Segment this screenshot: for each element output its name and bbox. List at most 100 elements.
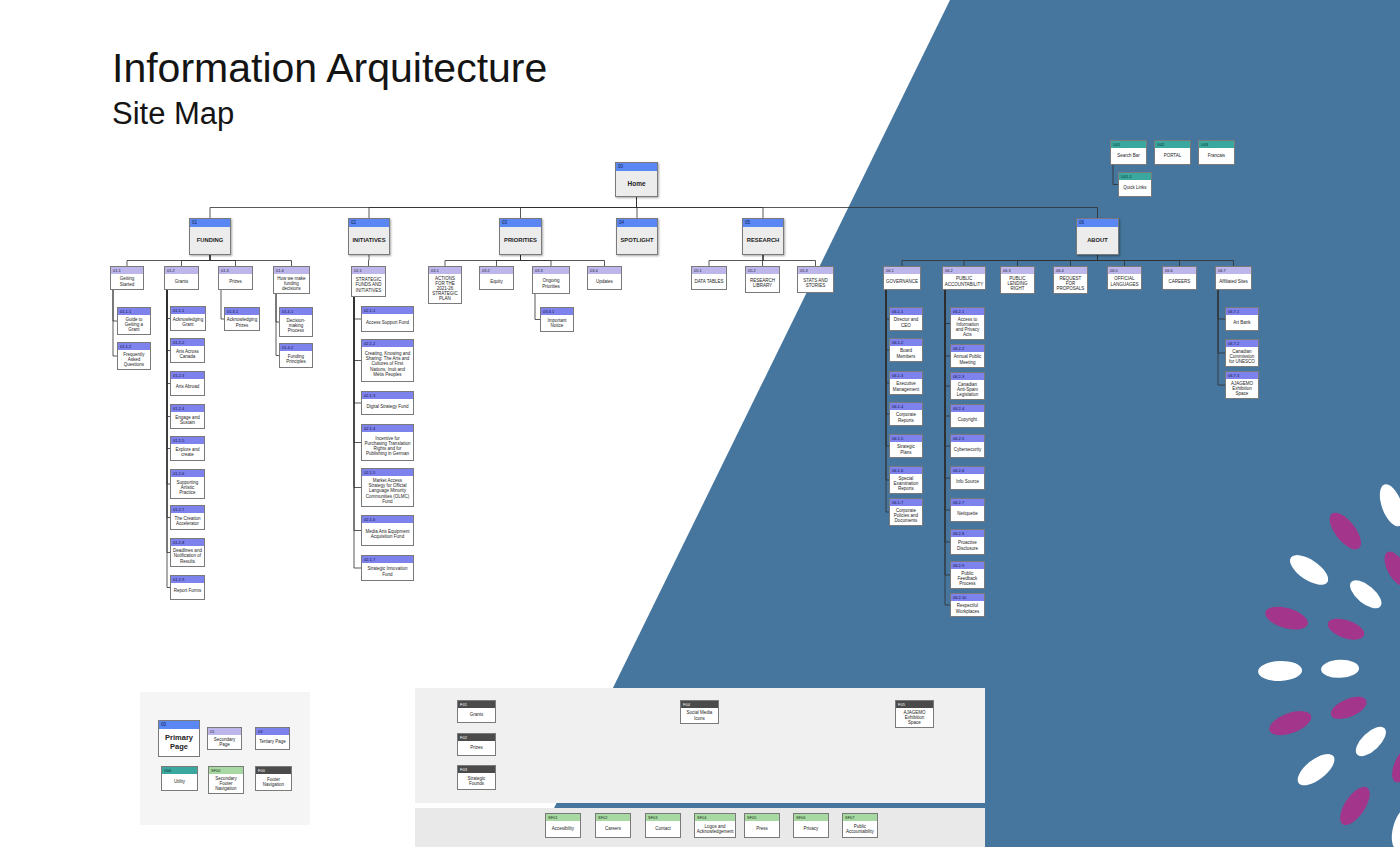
page-name: Respectful Workplaces	[953, 603, 982, 613]
page-box: 06.2.1Access to Information and Privacy …	[950, 307, 985, 340]
box-header: 01.2.1	[171, 307, 205, 314]
box-header: 06.1.2	[890, 339, 922, 346]
tree-connector	[354, 297, 361, 531]
page-id: F05	[898, 703, 905, 707]
page-name: Secondary Page	[210, 737, 239, 747]
tree-connector	[902, 255, 1098, 266]
tree-connector	[1098, 255, 1234, 266]
page-box: 06.6CAREERS	[1162, 266, 1197, 290]
page-name: ACTIONS FOR THE 2021-26 STRATEGIC PLAN	[431, 276, 459, 302]
box-header: 01.2	[165, 267, 198, 274]
box-header: 06.1.7	[890, 499, 922, 506]
page-id: 01.2.4	[173, 407, 184, 411]
box-body: Annual Public Meeting	[951, 352, 984, 367]
page-id: 00	[161, 723, 166, 728]
box-body: The Creation Accelerator	[171, 513, 204, 529]
page-name: Access Support Fund	[366, 320, 409, 325]
page-id: 06.6	[1165, 269, 1173, 273]
page-box: 02.1.6Media Arts Equipment Acquisition F…	[361, 515, 414, 546]
box-header: U01	[1111, 141, 1146, 148]
page-id: 05.1	[694, 269, 702, 273]
box-body: Important Notice	[541, 315, 573, 331]
box-body: PRIORITIES	[500, 227, 541, 254]
page-id: U02	[1157, 143, 1164, 147]
box-header: 01.4.2	[280, 344, 312, 351]
page-name: Market Access Strategy for Official Lang…	[364, 478, 411, 504]
box-body: Corporate Reports	[890, 410, 922, 425]
box-header: 03	[500, 219, 541, 227]
page-name: Proactive Disclosure	[953, 540, 982, 550]
box-body: INITIATIVES	[349, 227, 389, 254]
page-name: STATS AND STORIES	[800, 278, 831, 288]
page-box: 01Secondary Page	[207, 727, 242, 750]
box-header: F03	[458, 766, 495, 773]
page-name: Corporate Policies and Documents	[892, 508, 920, 524]
page-box: 06.1.4Corporate Reports	[889, 402, 923, 426]
page-name: Francais	[1208, 153, 1225, 158]
page-name: PORTAL	[1164, 153, 1182, 158]
page-id: 01.2.2	[173, 341, 184, 345]
page-box: 01.2.1Acknowledging Grant	[170, 306, 206, 331]
box-header: 03.3	[533, 267, 569, 274]
box-header: 01.2.9	[171, 576, 204, 583]
page-id: 02.1.1	[364, 309, 375, 313]
page-box: 05.3STATS AND STORIES	[797, 266, 834, 293]
page-box: 06.1.1Director and CEO	[889, 307, 923, 331]
page-box: 02.1.2Creating, Knowing and Sharing: The…	[361, 339, 414, 382]
page-id: F04	[683, 703, 690, 707]
tree-connector	[1071, 255, 1098, 266]
page-box: F02Prizes	[457, 733, 496, 756]
box-body: FUNDING	[190, 227, 230, 254]
box-body: Public Feedback Process	[951, 569, 984, 588]
box-body: Getting Started	[111, 274, 143, 289]
tree-connector	[521, 197, 637, 218]
page-name: Engage and Sustain	[173, 415, 202, 425]
page-box: F04Social Media Icons	[680, 700, 719, 724]
page-id: 01.3.1	[227, 310, 238, 314]
page-name: Info Source	[956, 479, 979, 484]
page-box: 01.3Prizes	[218, 266, 253, 290]
page-id: 01.4.2	[282, 346, 293, 350]
box-header: 03.2	[480, 267, 513, 274]
box-body: ABOUT	[1077, 227, 1118, 254]
box-header: 06.2.2	[951, 345, 984, 352]
page-name: Guide to Getting a Grant	[120, 317, 148, 333]
box-body: Arts Abroad	[171, 379, 204, 395]
page-name: Special Examination Reports	[892, 476, 920, 492]
page-id: 02	[351, 221, 356, 226]
page-id: 06.1.7	[892, 501, 903, 505]
page-name: Annual Public Meeting	[953, 354, 982, 364]
page-id: SF01	[548, 816, 558, 820]
page-box: F01Grants	[457, 700, 496, 723]
tree-connector	[964, 255, 1098, 266]
box-body: Privacy	[794, 821, 828, 837]
page-id: SF06	[796, 816, 806, 820]
page-id: 06.7.1	[1228, 310, 1239, 314]
page-box: 01.2.6Supporting Artistic Practice	[170, 469, 205, 499]
box-body: Prizes	[219, 274, 252, 289]
box-body: Copyright	[951, 412, 984, 427]
box-header: 00	[159, 721, 199, 729]
page-id: 06.2.5	[953, 437, 964, 441]
page-id: 02.1.6	[364, 518, 375, 522]
page-box: 06.7.3AJAGEMO Exhibition Space	[1225, 371, 1259, 399]
box-body: Engage and Sustain	[171, 412, 204, 428]
page-id: 06.2.7	[953, 501, 964, 505]
box-body: Accesibility	[546, 821, 580, 837]
page-id: SF00	[211, 769, 221, 773]
page-name: Updates	[596, 279, 613, 284]
page-box: 02INITIATIVES	[348, 218, 390, 255]
page-id: 03.3.1	[543, 310, 554, 314]
page-name: Arts Abroad	[176, 384, 200, 389]
box-body: Board Members	[890, 346, 922, 361]
page-box: 01.2.3Arts Abroad	[170, 371, 205, 396]
page-name: Secondary Footer Navigation	[211, 776, 241, 792]
box-body: RESEARCH LIBRARY	[746, 274, 779, 292]
box-body: Arts Across Canada	[171, 346, 204, 362]
page-name: Utility	[174, 779, 185, 784]
box-body: Corporate Policies and Documents	[890, 506, 922, 525]
page-id: SF04	[697, 816, 707, 820]
box-body: Strategic Plans	[890, 442, 922, 457]
page-box: F05AJAGEMO Exhibition Space	[895, 700, 934, 728]
box-body: Media Arts Equipment Acquisition Fund	[362, 523, 413, 545]
